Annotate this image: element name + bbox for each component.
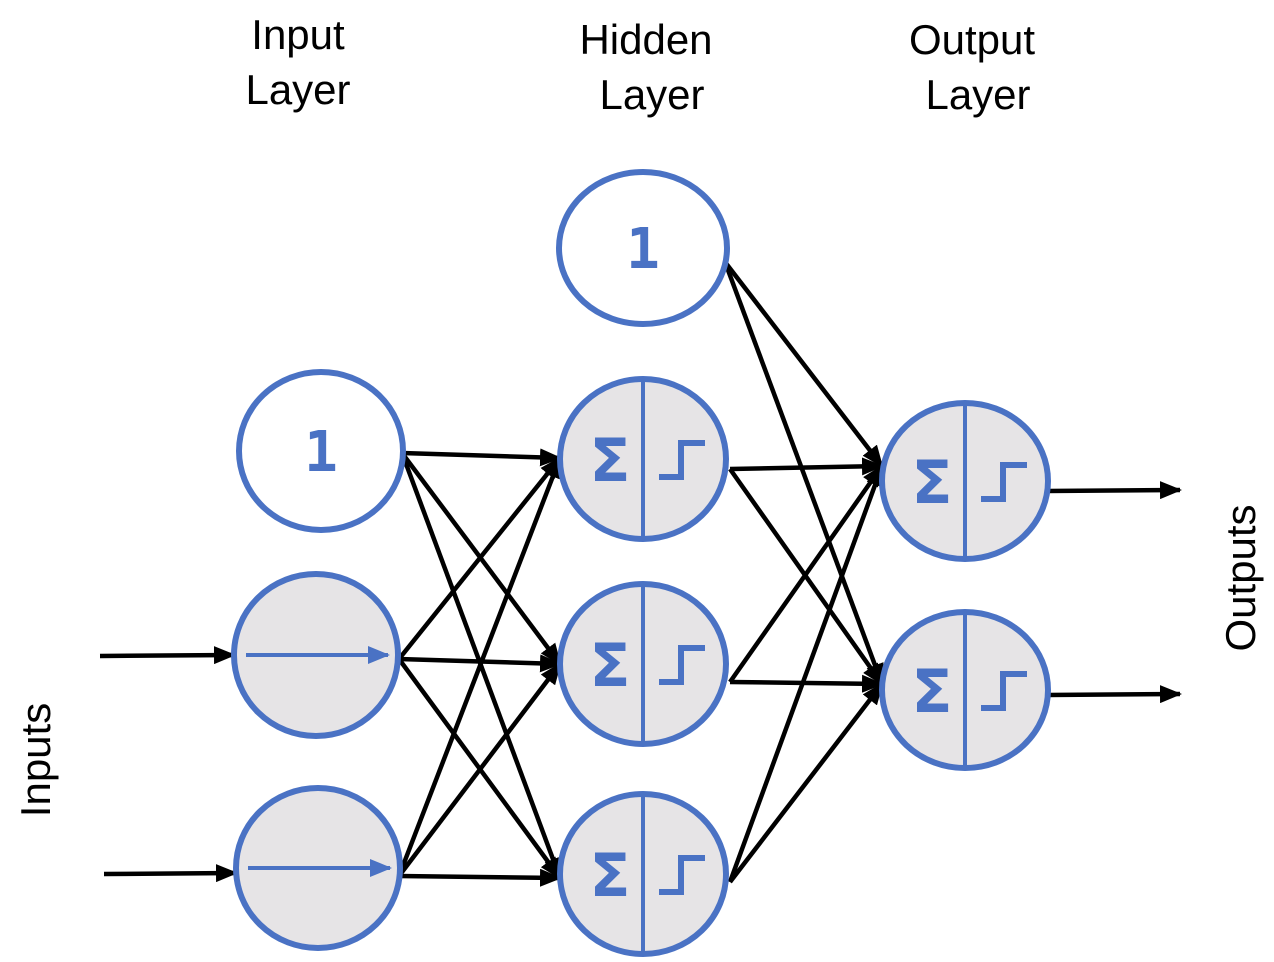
- input-layer-title-line2: Layer: [245, 66, 350, 113]
- hidden-bias-node-label: 1: [626, 217, 660, 282]
- step-function-icon: [981, 671, 1027, 711]
- edge-hidden-1-to-output-0: [729, 457, 884, 476]
- hidden-bias-node: 1: [556, 169, 730, 327]
- input-bias-node-circle: [236, 369, 406, 533]
- inputs-label: Inputs: [12, 703, 59, 817]
- input-layer-title-line1: Input: [251, 11, 345, 58]
- output-arrow-1: [1046, 481, 1182, 500]
- edge-hidden-0-to-output-1: [722, 261, 885, 686]
- sigma-icon: Σ: [590, 841, 631, 911]
- edge-input-2-to-hidden-1: [397, 662, 562, 878]
- edge-input-2-to-hidden-2: [398, 868, 562, 887]
- sigma-icon: Σ: [590, 426, 631, 496]
- output-arrow-2: [1046, 685, 1182, 704]
- outputs-label: Outputs: [1217, 504, 1264, 651]
- input-bias-node-label: 1: [304, 420, 338, 485]
- hidden-bias-node-circle: [556, 169, 730, 327]
- hidden-node-3: Σ: [557, 791, 729, 957]
- edge-hidden-0-to-output-0: [723, 260, 884, 468]
- input-bias-node: 1: [236, 369, 406, 533]
- output-layer-title-line2: Layer: [925, 71, 1030, 118]
- edge-hidden-2-to-output-0: [728, 464, 884, 684]
- input-node-2: [233, 785, 403, 951]
- step-function-icon: [659, 855, 705, 895]
- edge-input-1-to-hidden-0: [397, 456, 562, 661]
- step-function-icon: [981, 462, 1027, 502]
- step-function-icon: [659, 645, 705, 685]
- output-node-1: Σ: [879, 400, 1051, 562]
- hidden-layer-title-line1: Hidden: [579, 16, 712, 63]
- edge-input-2-to-hidden-0: [396, 456, 563, 877]
- hidden-node-2: Σ: [557, 581, 729, 747]
- edge-hidden-2-to-output-1: [729, 674, 884, 693]
- edge-input-0-to-hidden-0: [401, 448, 562, 467]
- output-node-2: Σ: [879, 609, 1051, 771]
- output-layer-title-line1: Output: [909, 16, 1035, 63]
- input-node-1: [231, 571, 401, 739]
- connection-edges: [99, 260, 1182, 887]
- hidden-layer-title-line2: Layer: [599, 71, 704, 118]
- edge-hidden-3-to-output-1: [728, 682, 884, 884]
- sigma-icon: Σ: [590, 631, 631, 701]
- edge-hidden-3-to-output-0: [727, 464, 885, 883]
- sigma-icon: Σ: [912, 448, 953, 518]
- input-arrow-1: [99, 646, 236, 665]
- input-arrow-2: [103, 864, 238, 883]
- step-function-icon: [659, 440, 705, 480]
- sigma-icon: Σ: [912, 657, 953, 727]
- hidden-node-1: Σ: [557, 376, 729, 542]
